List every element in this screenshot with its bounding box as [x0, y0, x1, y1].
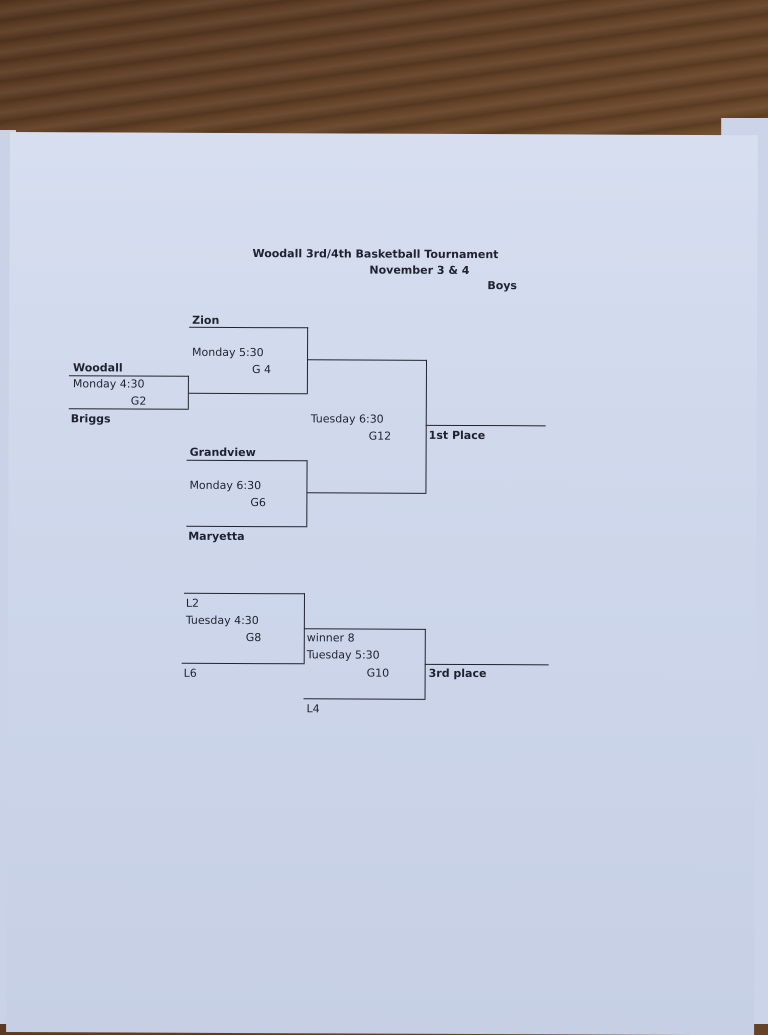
team-maryetta: Maryetta	[188, 529, 245, 544]
g6-time: Monday 6:30	[189, 478, 262, 493]
g10-winner: winner 8	[306, 631, 355, 645]
team-zion: Zion	[192, 313, 220, 327]
g8-time: Tuesday 4:30	[185, 613, 259, 628]
g8-label: G8	[245, 631, 262, 645]
line-g12-vertical	[425, 359, 428, 493]
l2-label: L2	[185, 596, 200, 610]
g4-label: G 4	[251, 363, 272, 377]
bracket-sheet: Woodall 3rd/4th Basketball Tournament No…	[6, 132, 758, 1035]
g6-label: G6	[250, 496, 266, 510]
line-winner8	[303, 628, 426, 631]
line-grandview	[186, 459, 308, 462]
line-first-place	[425, 424, 546, 427]
team-briggs: Briggs	[70, 412, 111, 426]
g12-time: Tuesday 6:30	[310, 412, 384, 426]
division-label: Boys	[487, 279, 518, 293]
wood-table	[0, 0, 768, 150]
g4-time: Monday 5:30	[192, 345, 264, 360]
g12-label: G12	[368, 429, 392, 443]
g2-time: Monday 4:30	[72, 377, 145, 391]
line-g4-winner	[307, 359, 428, 362]
line-third-place	[424, 663, 549, 666]
first-place-label: 1st Place	[428, 428, 486, 443]
team-woodall: Woodall	[72, 361, 123, 375]
line-zion	[189, 326, 309, 329]
g10-label: G10	[366, 666, 390, 680]
l4-label: L4	[306, 702, 320, 716]
line-l6	[181, 662, 305, 665]
tournament-title: Woodall 3rd/4th Basketball Tournament	[252, 247, 499, 262]
third-place-label: 3rd place	[428, 666, 487, 681]
g2-label: G2	[130, 394, 147, 408]
team-grandview: Grandview	[189, 445, 256, 460]
line-g2-winner	[188, 392, 308, 395]
line-l2-top	[183, 592, 305, 595]
line-l4	[303, 698, 426, 701]
l6-label: L6	[183, 666, 197, 680]
line-maryetta	[186, 525, 308, 528]
g10-time: Tuesday 5:30	[306, 648, 380, 662]
line-g6-winner	[306, 492, 427, 495]
line-briggs	[68, 408, 189, 411]
tournament-dates: November 3 & 4	[369, 263, 470, 278]
